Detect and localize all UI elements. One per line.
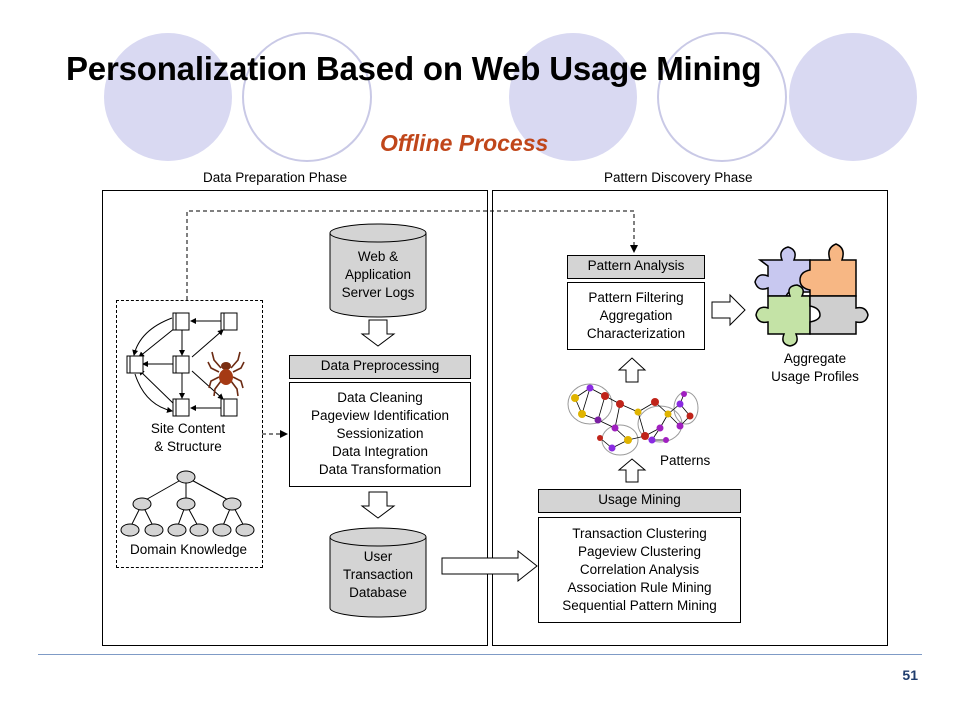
server-logs-line: Server Logs [341, 285, 415, 300]
transaction-db-label: User Transaction Database [330, 548, 426, 602]
pattern-analysis-item: Aggregation [599, 308, 673, 323]
site-structure-graph [132, 317, 224, 413]
block-arrow-icon [441, 549, 538, 583]
transaction-db-cylinder [329, 527, 427, 618]
pattern-analysis-item: Pattern Filtering [588, 290, 684, 305]
usage-mining-box: Transaction Clustering Pageview Clusteri… [538, 517, 741, 623]
preprocessing-box: Data Cleaning Pageview Identification Se… [289, 382, 471, 487]
server-logs-cylinder [329, 223, 427, 318]
preprocessing-header: Data Preprocessing [289, 355, 471, 379]
site-content-label: Site Content & Structure [128, 420, 248, 456]
spider-icon [207, 351, 245, 397]
block-arrow-icon [617, 357, 647, 383]
usage-mining-item: Transaction Clustering [572, 526, 707, 541]
footer-divider [38, 654, 922, 655]
preprocessing-item: Pageview Identification [310, 408, 450, 423]
bg-circle-1 [104, 33, 232, 161]
pattern-analysis-box: Pattern Filtering Aggregation Characteri… [567, 282, 705, 350]
phase-label-prep: Data Preparation Phase [203, 170, 348, 185]
usage-mining-item: Pageview Clustering [577, 544, 702, 559]
pattern-analysis-header: Pattern Analysis [567, 255, 705, 279]
block-arrow-icon [617, 458, 647, 483]
usage-mining-item: Sequential Pattern Mining [562, 598, 717, 613]
page-number: 51 [902, 667, 918, 683]
profiles-label: Aggregate Usage Profiles [755, 350, 875, 386]
panel-data-preparation [102, 190, 488, 646]
patterns-label: Patterns [660, 453, 711, 468]
server-logs-label: Web & Application Server Logs [330, 248, 426, 302]
profiles-line: Aggregate [783, 351, 847, 366]
bg-circle-5 [789, 33, 917, 161]
bg-circle-3 [509, 33, 637, 161]
puzzle-icon [754, 243, 869, 347]
preprocessing-item: Data Transformation [318, 462, 442, 477]
transaction-db-line: Transaction [342, 567, 414, 582]
profiles-line: Usage Profiles [771, 369, 859, 384]
usage-mining-header: Usage Mining [538, 489, 741, 513]
page-subtitle: Offline Process [380, 130, 549, 156]
pattern-analysis-item: Characterization [586, 326, 686, 341]
preprocessing-item: Data Cleaning [337, 390, 423, 405]
server-logs-line: Web & [357, 249, 399, 264]
site-content-line: Site Content [150, 421, 226, 436]
preprocessing-item: Sessionization [336, 426, 424, 441]
preprocessing-item: Data Integration [331, 444, 429, 459]
bg-circle-4 [657, 32, 787, 162]
dashed-connector-to-pattern-analysis [186, 210, 638, 300]
usage-mining-item: Association Rule Mining [567, 580, 712, 595]
patterns-network [567, 383, 699, 456]
server-logs-line: Application [344, 267, 412, 282]
domain-knowledge-label: Domain Knowledge [129, 542, 248, 557]
page-title: Personalization Based on Web Usage Minin… [66, 50, 762, 87]
transaction-db-line: User [363, 549, 393, 564]
panel-pattern-discovery [492, 190, 888, 646]
transaction-db-line: Database [349, 585, 407, 600]
site-content-line: & Structure [154, 439, 222, 454]
block-arrow-icon [360, 319, 396, 347]
bg-circle-2 [242, 32, 372, 162]
usage-mining-item: Correlation Analysis [579, 562, 700, 577]
domain-knowledge-tree [120, 470, 255, 537]
block-arrow-icon [360, 491, 396, 519]
page-icon [126, 312, 238, 417]
block-arrow-icon [711, 293, 746, 327]
phase-label-discovery: Pattern Discovery Phase [604, 170, 753, 185]
